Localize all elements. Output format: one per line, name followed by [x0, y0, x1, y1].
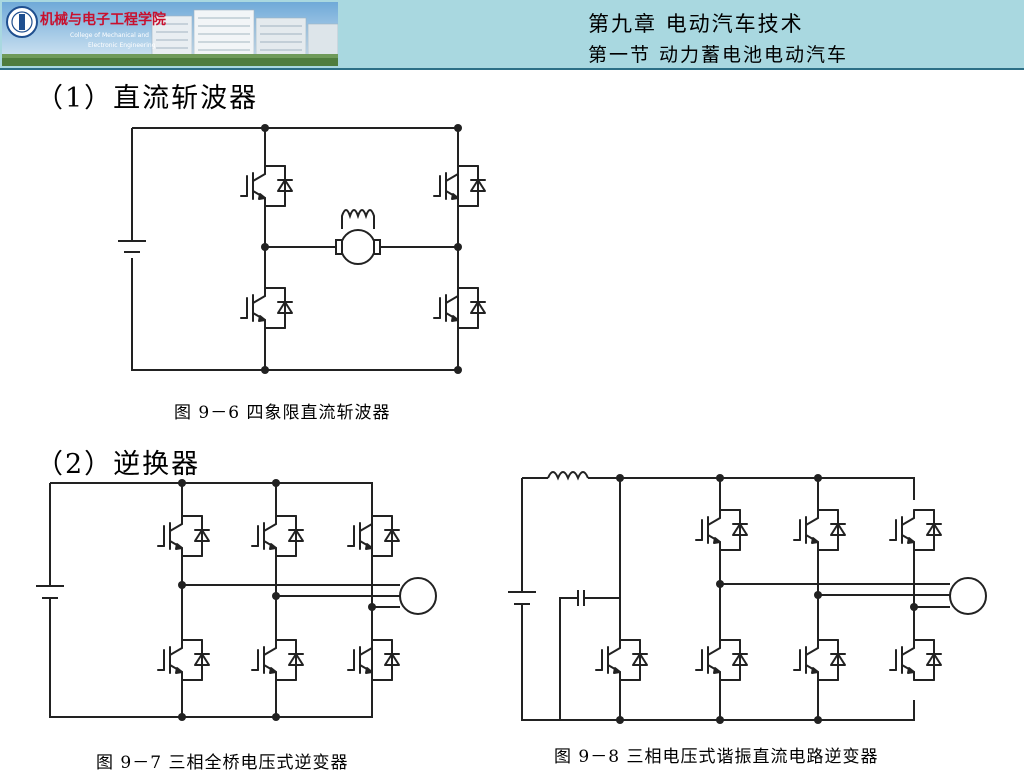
- diagram-fig-9-7: [36, 479, 437, 721]
- campus-buildings-illustration: [151, 9, 338, 61]
- heading-dc-chopper: （1）直流斩波器: [36, 83, 259, 114]
- diagram-fig-9-6: [118, 124, 486, 374]
- igbt-switch: [793, 639, 846, 681]
- igbt-switch: [347, 639, 400, 681]
- college-name-en-line1: College of Mechanical and: [70, 32, 149, 39]
- igbt-switch: [695, 639, 748, 681]
- caption-fig-9-7: 图 9－7 三相全桥电压式逆变器: [96, 753, 349, 773]
- caption-fig-9-8: 图 9－8 三相电压式谐振直流电路逆变器: [554, 747, 879, 767]
- igbt-switch: [251, 515, 304, 557]
- heading-inverter: （2）逆换器: [36, 449, 201, 480]
- igbt-switch: [889, 509, 942, 551]
- igbt-switch: [240, 165, 293, 207]
- college-banner: 机械与电子工程学院 College of Mechanical and Elec…: [2, 2, 338, 66]
- diagram-fig-9-8: [508, 471, 987, 724]
- igbt-switch: [251, 639, 304, 681]
- college-name-en-line2: Electronic Engineering: [88, 42, 156, 49]
- igbt-switch: [157, 639, 210, 681]
- igbt-switch: [889, 639, 942, 681]
- college-logo-icon: [6, 6, 38, 38]
- igbt-switch: [793, 509, 846, 551]
- section-title: 第一节 动力蓄电池电动汽车: [588, 44, 849, 66]
- igbt-switch: [347, 515, 400, 557]
- igbt-switch: [695, 509, 748, 551]
- igbt-switch: [433, 287, 486, 329]
- igbt-switch: [595, 639, 648, 681]
- chapter-title: 第九章 电动汽车技术: [588, 12, 804, 36]
- igbt-switch: [157, 515, 210, 557]
- slide-header: 机械与电子工程学院 College of Mechanical and Elec…: [0, 0, 1024, 70]
- igbt-switch: [433, 165, 486, 207]
- caption-fig-9-6: 图 9－6 四象限直流斩波器: [174, 403, 391, 423]
- igbt-switch: [240, 287, 293, 329]
- header-divider: [0, 68, 1024, 70]
- college-name: 机械与电子工程学院: [40, 11, 166, 28]
